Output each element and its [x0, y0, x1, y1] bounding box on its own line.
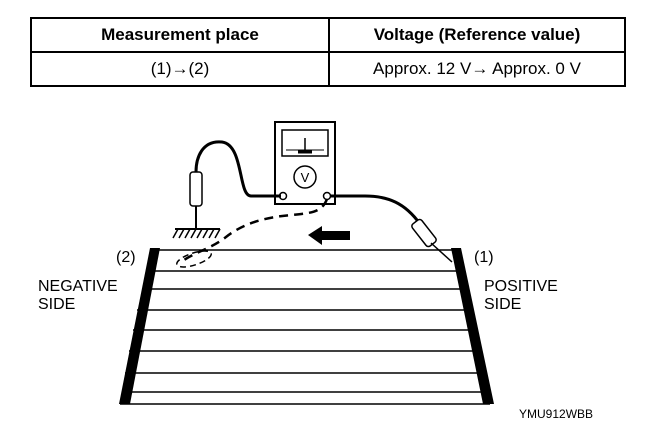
cell-measurement-place: (1)→(2)	[30, 51, 330, 87]
label-point-2: (2)	[116, 249, 136, 266]
table-row: (1)→(2) Approx. 12 V→ Approx. 0 V	[30, 51, 626, 87]
label-positive-line1: POSITIVE	[484, 278, 558, 295]
rear-window-glass	[120, 249, 490, 405]
positive-bus-bar	[451, 248, 494, 404]
ground-lead	[189, 140, 281, 228]
label-negative-line2: SIDE	[38, 296, 76, 313]
moving-probe-lead	[176, 198, 329, 268]
voltmeter: V	[274, 121, 336, 205]
label-negative-side: NEGATIVE SIDE	[38, 278, 118, 314]
label-point-1: (1)	[474, 249, 494, 266]
label-positive-side: POSITIVE SIDE	[484, 278, 558, 314]
measurement-table: Measurement place Voltage (Reference val…	[30, 17, 626, 87]
label-positive-line2: SIDE	[484, 296, 522, 313]
positive-probe-lead	[330, 194, 453, 263]
defogger-grid-lines	[122, 270, 487, 393]
voltmeter-symbol: V	[301, 170, 310, 185]
figure-code: YMU912WBB	[519, 407, 594, 421]
cell-voltage: Approx. 12 V→ Approx. 0 V	[328, 51, 626, 87]
column-header-voltage: Voltage (Reference value)	[328, 17, 626, 53]
table-header-row: Measurement place Voltage (Reference val…	[30, 17, 626, 53]
direction-arrow	[308, 226, 350, 245]
negative-bus-bar	[119, 248, 160, 404]
column-header-measurement-place: Measurement place	[30, 17, 330, 53]
ground-symbol	[172, 228, 221, 239]
label-negative-line1: NEGATIVE	[38, 278, 118, 295]
